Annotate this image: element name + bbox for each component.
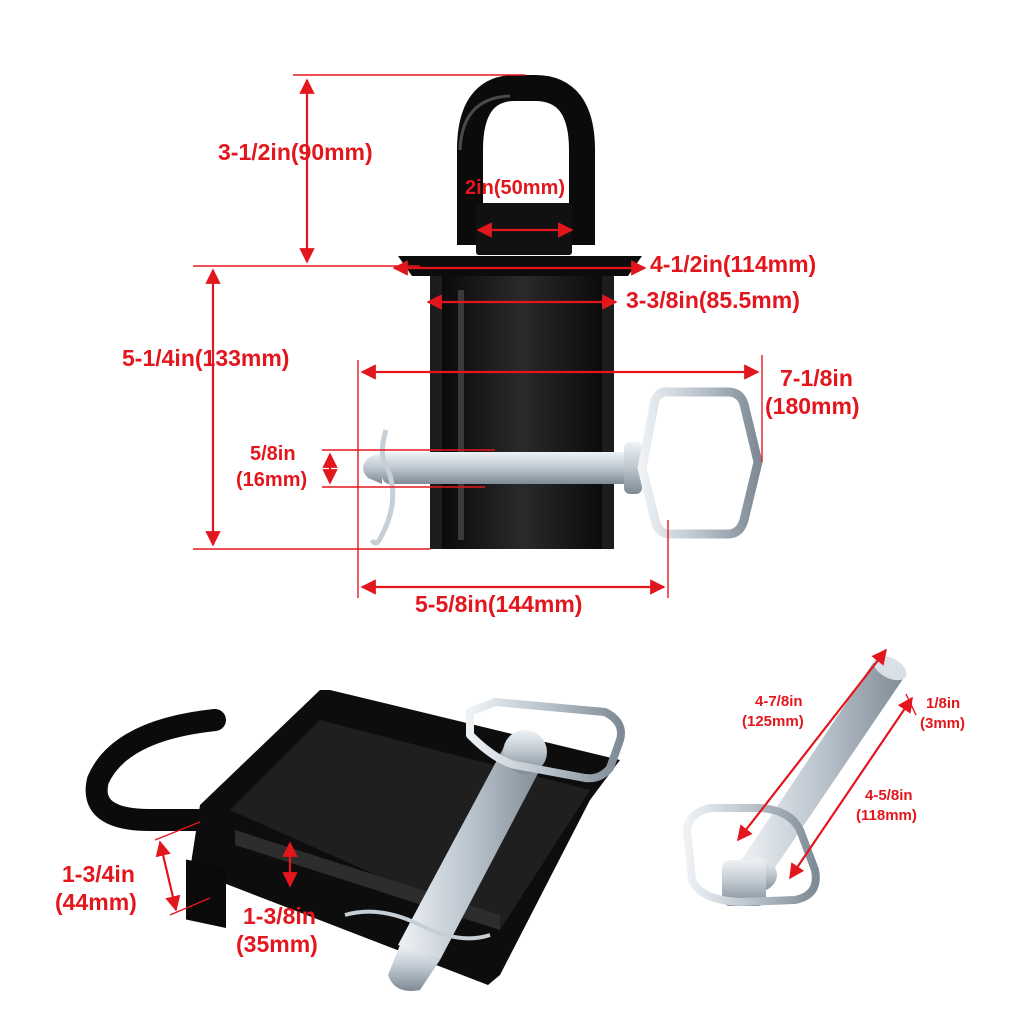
label-ring-height: 3-1/2in(90mm) bbox=[218, 139, 373, 165]
label-base-width: 5-5/8in(144mm) bbox=[415, 591, 582, 617]
label-pin-hole-mm: (3mm) bbox=[920, 715, 965, 732]
label-pin-usable-mm: (118mm) bbox=[856, 807, 917, 824]
dimension-lines bbox=[154, 74, 917, 916]
label-pin-length-mm: (125mm) bbox=[742, 713, 804, 730]
label-side-height-mm: (44mm) bbox=[55, 889, 137, 915]
label-body-height: 5-1/4in(133mm) bbox=[122, 345, 289, 371]
perspective-view-product bbox=[85, 690, 625, 991]
label-pin-diameter-inch: 5/8in bbox=[250, 443, 296, 465]
front-view-product bbox=[363, 75, 763, 549]
label-ring-width: 2in(50mm) bbox=[465, 177, 565, 199]
label-pin-diameter-mm: (16mm) bbox=[236, 469, 307, 491]
label-side-height-inch: 1-3/4in bbox=[62, 861, 135, 887]
label-overall-width-inch: 7-1/8in bbox=[780, 365, 853, 391]
label-flange-width: 4-1/2in(114mm) bbox=[650, 251, 816, 277]
hitch-pin-product bbox=[683, 655, 907, 906]
label-body-width: 3-3/8in(85.5mm) bbox=[626, 287, 800, 313]
label-pin-hole-inch: 1/8in bbox=[926, 695, 960, 712]
label-pin-length-inch: 4-7/8in bbox=[755, 693, 803, 710]
label-pin-usable-inch: 4-5/8in bbox=[865, 787, 913, 804]
label-overall-width-mm: (180mm) bbox=[765, 393, 860, 419]
label-inner-height-inch: 1-3/8in bbox=[243, 903, 316, 929]
label-inner-height-mm: (35mm) bbox=[236, 931, 318, 957]
